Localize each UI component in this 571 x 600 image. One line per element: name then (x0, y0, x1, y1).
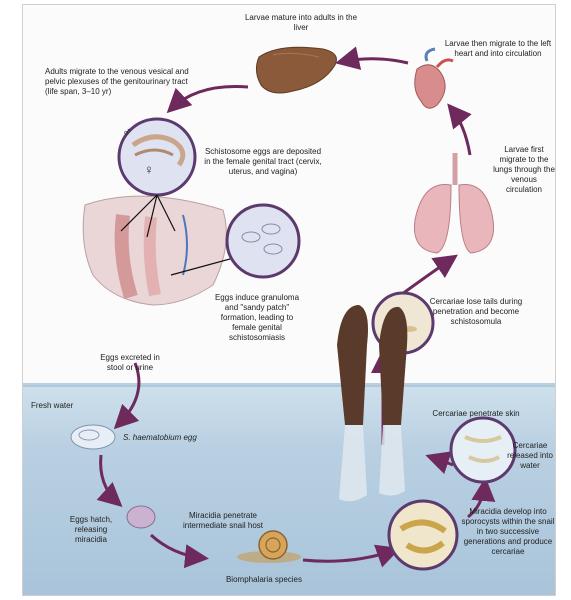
label-fresh-water: Fresh water (31, 401, 121, 411)
label-eggs-excreted: Eggs excreted in stool or urine (97, 353, 163, 373)
lungs-illustration (414, 153, 493, 253)
label-adults-migrate: Adults migrate to the venous vesical and… (45, 67, 195, 97)
label-s-haematobium-egg: S. haematobium egg (123, 433, 233, 443)
snail-illustration (237, 531, 301, 563)
arrow-miracidia-to-snail (151, 535, 203, 558)
label-larvae-lungs: Larvae first migrate to the lungs throug… (493, 145, 555, 195)
arrow-egg-to-miracidia (101, 455, 118, 503)
liver-illustration (256, 47, 336, 93)
label-eggs-deposited: Schistosome eggs are deposited in the fe… (203, 147, 323, 177)
label-cercariae-penetrate: Cercariae penetrate skin (421, 409, 531, 419)
arrow-schistosomula-to-lungs (398, 258, 453, 297)
human-legs-illustration (337, 305, 407, 501)
male-symbol: ♂ (119, 127, 135, 137)
eggs-in-tissue-circle (227, 205, 299, 277)
label-eggs-hatch: Eggs hatch, releasing miracidia (59, 515, 123, 545)
label-cercariae-released: Cercariae released into water (505, 441, 555, 471)
arrow-heart-to-liver (341, 59, 408, 63)
label-larvae-liver: Larvae mature into adults in the liver (241, 13, 361, 33)
label-cercariae-lose-tails: Cercariae lose tails during penetration … (428, 297, 524, 327)
sporocysts-circle (389, 501, 457, 569)
label-larvae-heart: Larvae then migrate to the left heart an… (443, 39, 553, 59)
lifecycle-diagram: ♂ ♀ Larvae mature into adults in the liv… (22, 4, 556, 596)
label-miracidia-develop: Miracidia develop into sporocysts within… (461, 507, 555, 557)
label-eggs-granuloma: Eggs induce granuloma and "sandy patch" … (213, 293, 301, 343)
arrow-snail-to-sporocysts (303, 550, 395, 561)
miracidium (127, 506, 155, 528)
egg-in-water (71, 425, 115, 449)
label-biomphalaria: Biomphalaria species (209, 575, 319, 585)
arrow-lungs-to-heart (451, 108, 470, 155)
arrow-release-to-skin (431, 457, 453, 465)
female-symbol: ♀ (141, 165, 157, 175)
label-miracidia-penetrate: Miracidia penetrate intermediate snail h… (171, 511, 275, 531)
